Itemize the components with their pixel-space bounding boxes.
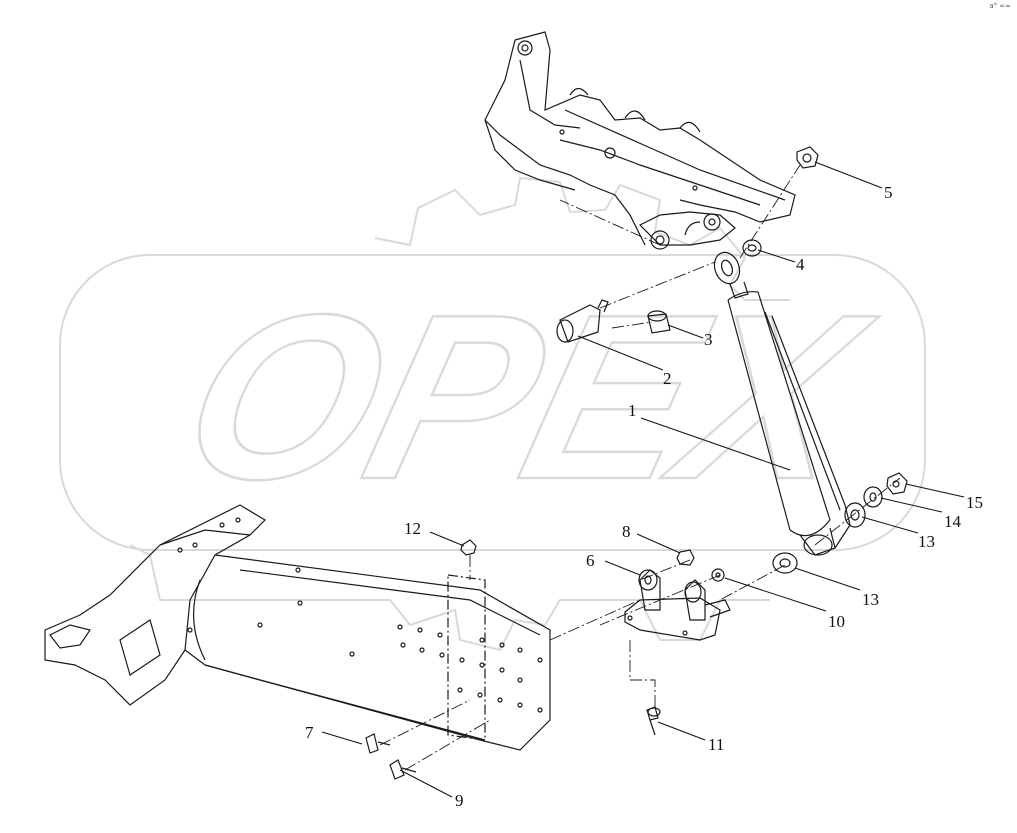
callout-7: 7 [305, 723, 314, 742]
upper-bracket [484, 31, 796, 250]
assembly-center-lines [379, 164, 901, 771]
callout-13b: 13 [862, 590, 879, 609]
leader-10 [724, 577, 827, 612]
callout-6: 6 [586, 551, 595, 570]
lower-bracket [624, 549, 731, 736]
callout-5: 5 [884, 183, 893, 202]
callout-10: 10 [828, 612, 845, 631]
leader-lines [321, 161, 965, 798]
leader-3 [667, 324, 704, 339]
leader-12 [429, 531, 465, 547]
callout-14: 14 [944, 512, 962, 531]
pivot-pin-assembly [556, 146, 819, 343]
callout-2: 2 [663, 369, 672, 388]
leader-8 [636, 533, 681, 554]
cab-tilt-cylinder [713, 251, 851, 556]
watermark-gear-outline [129, 176, 790, 652]
callout-11: 11 [708, 735, 724, 754]
leader-5 [814, 161, 883, 189]
leader-9 [399, 769, 453, 798]
callout-13a: 13 [918, 532, 935, 551]
leader-14 [880, 497, 943, 513]
callout-9: 9 [455, 791, 464, 810]
leader-11 [657, 721, 706, 741]
callout-labels: 1 2 3 4 5 6 7 8 9 10 11 12 13 13 14 15 [305, 183, 983, 810]
watermark: OPEX [59, 176, 926, 652]
leader-13a [861, 516, 919, 534]
chassis-frame-rail [44, 504, 551, 780]
frame-holes [177, 517, 543, 713]
callout-15: 15 [966, 493, 983, 512]
watermark-text: OPEX [162, 265, 893, 528]
callout-3: 3 [704, 330, 713, 349]
leader-2 [577, 335, 664, 371]
corner-mark: a° ∞∞ [989, 2, 1011, 10]
leader-6 [604, 560, 641, 576]
callout-12: 12 [404, 519, 421, 538]
callout-1: 1 [628, 401, 637, 420]
leader-15 [905, 483, 965, 498]
lower-eye-hardware [772, 472, 908, 574]
leader-1 [640, 417, 791, 471]
watermark-badge [59, 254, 926, 551]
leader-7 [321, 731, 363, 745]
callout-4: 4 [796, 255, 805, 274]
leader-13b [794, 567, 861, 591]
callout-8: 8 [622, 522, 631, 541]
leader-4 [757, 249, 796, 263]
